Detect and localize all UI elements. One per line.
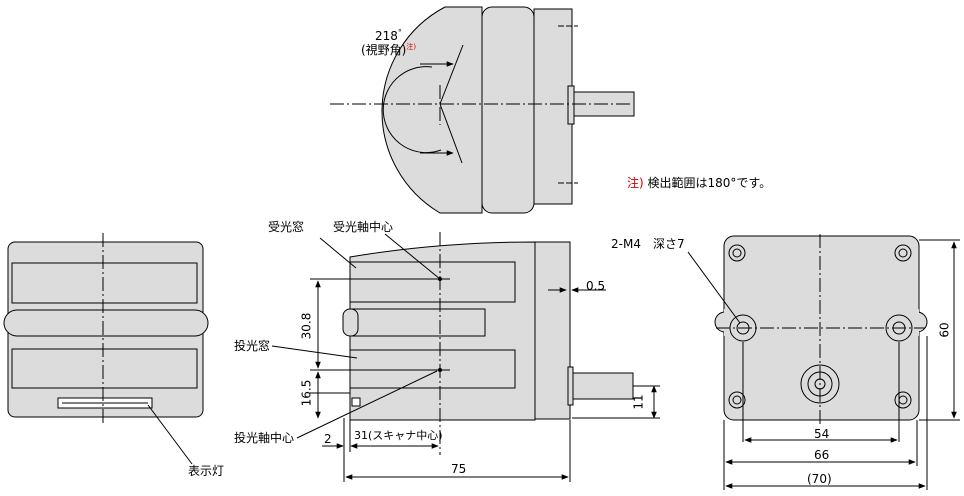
dim-11-label: 11 <box>631 394 646 410</box>
upper-window <box>11 262 198 304</box>
small-hole-br <box>894 391 912 409</box>
dim-16-5-label: 16.5 <box>299 379 314 407</box>
front-middle-window <box>349 308 486 337</box>
small-hole-tr <box>894 244 912 262</box>
dim-30-8-label: 30.8 <box>299 312 314 340</box>
emitter-axis-point <box>438 368 442 372</box>
fov-angle-value: 218 <box>375 29 398 43</box>
indicator-leader <box>147 404 193 465</box>
middle-band <box>3 309 209 337</box>
dim-31-label: 31(スキャナ中心) <box>354 429 443 442</box>
front-cable-stub <box>567 366 574 406</box>
small-hole-tl <box>728 244 746 262</box>
small-hole-bl <box>728 391 746 409</box>
base-flange <box>533 8 573 205</box>
indicator-lamp-label: 表示灯 <box>188 464 225 478</box>
emitter-axis-center-label: 投光軸中心 <box>234 431 295 445</box>
emitter-window-leader <box>271 345 358 359</box>
front-notch <box>351 397 361 407</box>
top-view <box>330 6 635 214</box>
dim-54-label: 54 <box>814 427 830 441</box>
fov-degree-sign: ° <box>397 28 402 37</box>
side-view <box>3 233 209 465</box>
receiver-axis-leader <box>384 233 441 280</box>
emitter-axis-leader <box>296 370 438 439</box>
dim-75-label: 75 <box>451 462 467 476</box>
dim-60-label: 60 <box>937 322 952 338</box>
receiver-window-leader <box>319 237 357 269</box>
back-view <box>687 234 960 490</box>
fov-note-mark: 注) <box>406 43 417 51</box>
hole-spec-label: 2-M4 深さ7 <box>611 237 685 251</box>
lower-window <box>11 348 198 389</box>
dim-0-5-label: 0.5 <box>586 279 606 293</box>
fov-edge-lower <box>439 103 463 164</box>
dim-66-label: 66 <box>814 448 830 462</box>
sensor-base-block <box>481 6 535 214</box>
front-band <box>342 308 359 337</box>
detection-note: 注) 検出範囲は180°です。 <box>627 177 771 189</box>
fov-arc <box>382 66 442 154</box>
note-mark: 注) <box>627 176 644 190</box>
front-upper-window <box>349 261 516 303</box>
emitter-window-label: 投光窓 <box>234 339 271 353</box>
fov-edge-upper <box>439 44 464 105</box>
fov-label: (視野角)注) <box>361 43 417 57</box>
front-lower-window <box>349 349 516 389</box>
hole-leader <box>687 251 741 324</box>
dim-70-label: (70) <box>807 472 832 486</box>
front-base <box>534 241 571 420</box>
receiver-window-label: 受光窓 <box>268 220 305 234</box>
fov-angle-label: 218° <box>375 28 402 43</box>
front-view <box>271 232 660 482</box>
fov-label-text: (視野角) <box>361 43 407 57</box>
receiver-axis-center-label: 受光軸中心 <box>333 220 394 234</box>
note-text: 検出範囲は180°です。 <box>647 176 772 190</box>
front-cable <box>572 372 634 400</box>
dim-2-label: 2 <box>324 432 332 446</box>
cable-stub <box>567 85 575 125</box>
